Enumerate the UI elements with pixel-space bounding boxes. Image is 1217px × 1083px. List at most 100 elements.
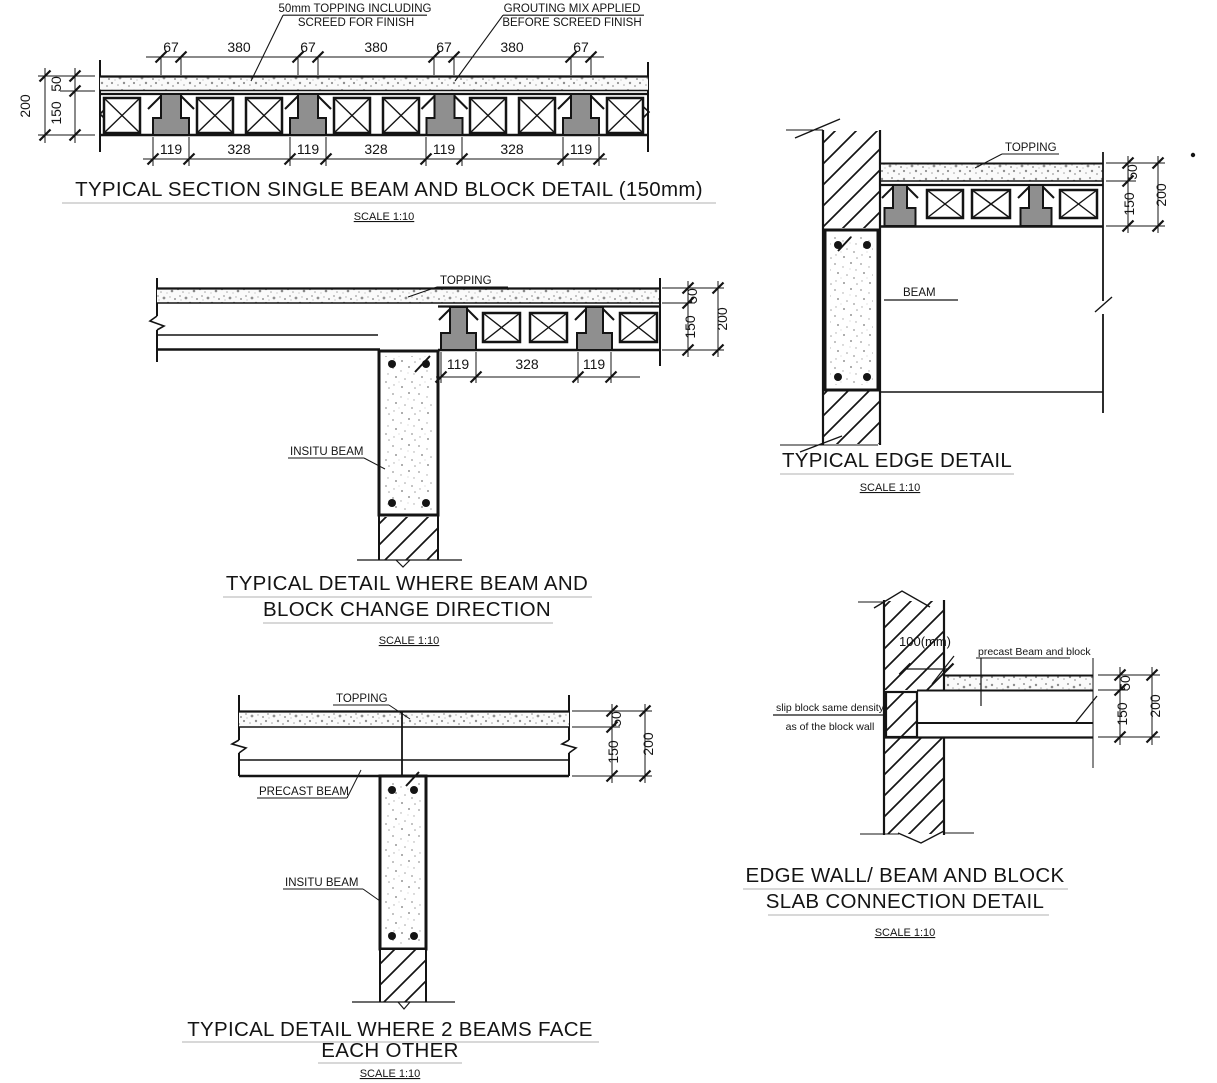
block-seat-line <box>147 95 162 110</box>
detail4-scale: SCALE 1:10 <box>860 482 921 494</box>
dim-tick <box>1113 730 1127 744</box>
dim-label: 50 <box>48 76 64 92</box>
dim-label: 200 <box>1153 183 1169 207</box>
callout-text: 50mm TOPPING INCLUDING <box>279 3 432 15</box>
label-slip-block: slip block same density as of the block … <box>773 702 886 733</box>
hollow-block-icon <box>381 96 421 135</box>
block-seat-line <box>1017 186 1030 199</box>
dim-label: 328 <box>227 141 251 157</box>
edge-beam <box>823 228 880 392</box>
label-topping: TOPPING <box>407 275 508 298</box>
dim-tick <box>681 296 695 310</box>
section-lines <box>229 695 578 778</box>
detail5-title-line1: EDGE WALL/ BEAM AND BLOCK <box>746 864 1065 887</box>
topping-stipple <box>100 77 648 90</box>
block-seat-line <box>284 95 299 110</box>
hollow-block-icon <box>1058 188 1099 220</box>
hollow-block-icon <box>970 188 1012 220</box>
dim-label: 200 <box>640 732 656 756</box>
label-text: BEAM <box>903 287 936 299</box>
dim-tick <box>564 50 578 64</box>
dimension-lines <box>1098 667 1160 745</box>
leader-line <box>974 153 1003 169</box>
dim-label: 328 <box>500 141 524 157</box>
hollow-block-icon <box>925 188 965 220</box>
dim-tick <box>1121 219 1135 233</box>
t-beam <box>440 306 477 351</box>
dim-label: 119 <box>160 141 183 157</box>
dim-label: 150 <box>605 740 621 764</box>
dimension-lines <box>436 281 724 378</box>
break-zigzag <box>148 315 166 331</box>
beams-and-blocks <box>438 306 659 351</box>
dim-label: 200 <box>714 307 730 331</box>
detail1-title: TYPICAL SECTION SINGLE BEAM AND BLOCK DE… <box>75 178 703 201</box>
dimension-labels: 50 150 200 <box>605 711 656 764</box>
beams-and-blocks <box>102 93 645 136</box>
lifting-hook-tick <box>414 355 431 373</box>
dim-tick <box>681 343 695 357</box>
t-beam <box>1019 184 1053 227</box>
block-x <box>926 189 964 219</box>
rebar-dot <box>834 373 842 381</box>
block-seat-line <box>881 186 894 199</box>
label-precast: precast Beam and block <box>976 646 1091 706</box>
block-seat-line <box>602 308 615 321</box>
detail3-title-line1: TYPICAL DETAIL WHERE 2 BEAMS FACE <box>187 1018 593 1041</box>
block-seat-line <box>317 95 332 110</box>
dim-tick <box>68 69 82 83</box>
dim-label: 380 <box>364 39 388 55</box>
block-x <box>333 97 371 134</box>
detail5-section-drawing: 100(mm) precast Beam and block slip bloc… <box>743 590 1163 939</box>
break-zigzag <box>395 559 411 568</box>
dimension-labels: 67 67 67 67 380 380 380 119 119 119 119 … <box>17 39 592 157</box>
block-x <box>518 97 556 134</box>
dim-tick <box>427 50 441 64</box>
dim-label: 150 <box>1114 702 1130 726</box>
insitu-beam <box>378 771 428 951</box>
detail1-scale: SCALE 1:10 <box>354 211 415 223</box>
hollow-block-icon <box>605 96 645 135</box>
dim-tick <box>447 50 461 64</box>
dim-label: 380 <box>227 39 251 55</box>
dim-label: 67 <box>300 39 316 55</box>
block-seat-line <box>590 95 605 110</box>
block-seat-line <box>1042 186 1055 199</box>
callout-text: BEFORE SCREED FINISH <box>502 17 641 29</box>
hollow-block-icon <box>528 311 569 344</box>
dim-tick <box>638 769 652 783</box>
leader-line <box>388 704 411 720</box>
label-text: slip block same density <box>776 702 885 714</box>
hollow-block-icon <box>618 311 659 344</box>
hollow-block-icon <box>102 96 142 135</box>
break-zigzag <box>397 1001 411 1010</box>
dim-label: 200 <box>1147 694 1163 718</box>
label-text: 100(mm) <box>899 634 951 649</box>
dim-tick <box>154 50 168 64</box>
block-seat-line <box>453 95 469 110</box>
dim-tick <box>68 84 82 98</box>
topping-stipple <box>881 164 1103 181</box>
t-beam <box>152 93 190 136</box>
slip-block <box>884 690 919 739</box>
rebar-dot <box>834 241 842 249</box>
detail1-section-drawing: 67 67 67 67 380 380 380 119 119 119 119 … <box>17 3 716 223</box>
t-beam <box>576 306 613 351</box>
detail2-section-drawing: 119 328 119 50 150 200 TOPPING INSITU BE… <box>148 275 730 647</box>
detail5-title-line2: SLAB CONNECTION DETAIL <box>766 890 1044 913</box>
label-text: TOPPING <box>1005 142 1057 154</box>
dim-tick <box>898 662 912 676</box>
dim-label: 50 <box>1124 164 1140 180</box>
insitu-beam <box>377 349 440 517</box>
dim-tick <box>174 50 188 64</box>
dim-label: 328 <box>515 356 539 372</box>
dimension-labels: 119 328 119 50 150 200 <box>447 288 730 372</box>
dim-label: 150 <box>1121 192 1137 216</box>
leader-line <box>454 14 504 82</box>
detail2-scale: SCALE 1:10 <box>379 635 440 647</box>
rebar-dot <box>410 786 418 794</box>
block-x <box>1059 189 1098 219</box>
callout-grout: GROUTING MIX APPLIED BEFORE SCREED FINIS… <box>454 3 644 82</box>
beams-and-blocks <box>881 184 1099 227</box>
